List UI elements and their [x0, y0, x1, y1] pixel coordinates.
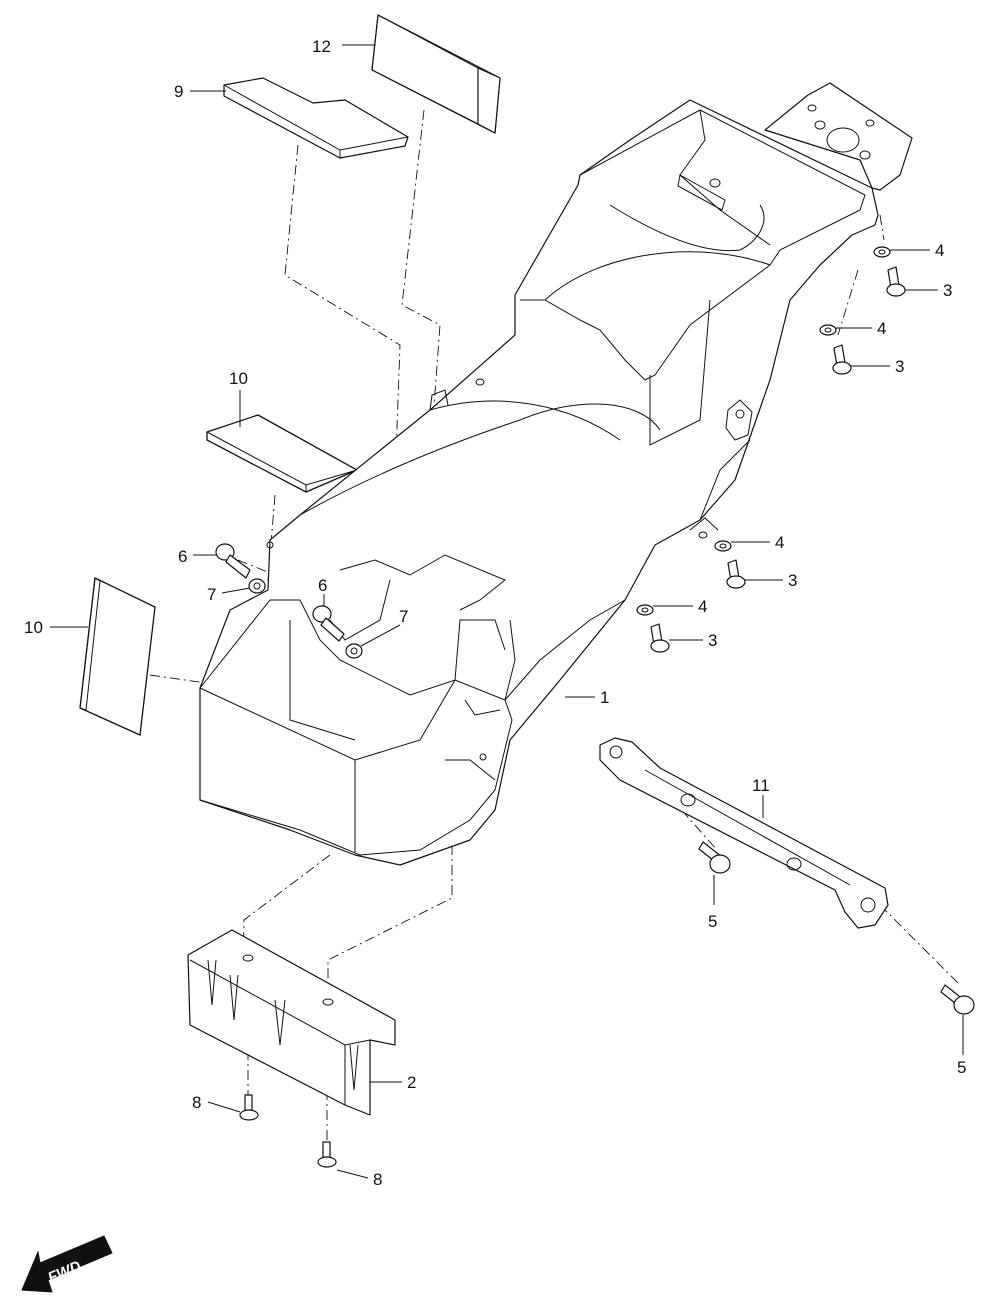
- fasteners: [215, 246, 975, 1168]
- callout-4-d: 4: [698, 597, 707, 616]
- callout-8-right: 8: [373, 1170, 382, 1189]
- callout-3-a: 3: [943, 281, 952, 300]
- callout-6-left: 6: [178, 547, 187, 566]
- callout-7-center: 7: [399, 607, 408, 626]
- pad-10-left: [79, 577, 156, 736]
- callout-4-a: 4: [935, 241, 944, 260]
- underseat-tray-1: [199, 82, 913, 866]
- callout-12: 12: [312, 37, 331, 56]
- forward-direction-arrow: FWD: [21, 1235, 113, 1293]
- front-cover-2: [187, 929, 396, 1116]
- callout-4-c: 4: [775, 533, 784, 552]
- callout-labels: 12 9 10 10 6 7 6 7 1 4 3 4 3 4 3 4 3 11 …: [24, 37, 966, 1189]
- callout-7-left: 7: [207, 585, 216, 604]
- callout-5-right: 5: [957, 1058, 966, 1077]
- callout-4-b: 4: [877, 319, 886, 338]
- callout-2: 2: [407, 1073, 416, 1092]
- callout-10-left: 10: [24, 618, 43, 637]
- callout-1: 1: [600, 688, 609, 707]
- foam-pad-12: [371, 14, 501, 134]
- callout-9: 9: [174, 82, 183, 101]
- callout-6-center: 6: [318, 576, 327, 595]
- callout-3-b: 3: [895, 357, 904, 376]
- callout-3-d: 3: [708, 631, 717, 650]
- callout-11: 11: [752, 776, 770, 795]
- callout-5-bar: 5: [708, 912, 717, 931]
- stay-bar-11: [599, 737, 889, 929]
- pad-10-upper: [206, 414, 359, 493]
- foam-pad-9: [223, 77, 409, 159]
- callout-3-c: 3: [788, 571, 797, 590]
- callout-10-upper: 10: [229, 369, 248, 388]
- callout-leader-lines: [50, 44, 964, 1179]
- callout-8-left: 8: [192, 1093, 201, 1112]
